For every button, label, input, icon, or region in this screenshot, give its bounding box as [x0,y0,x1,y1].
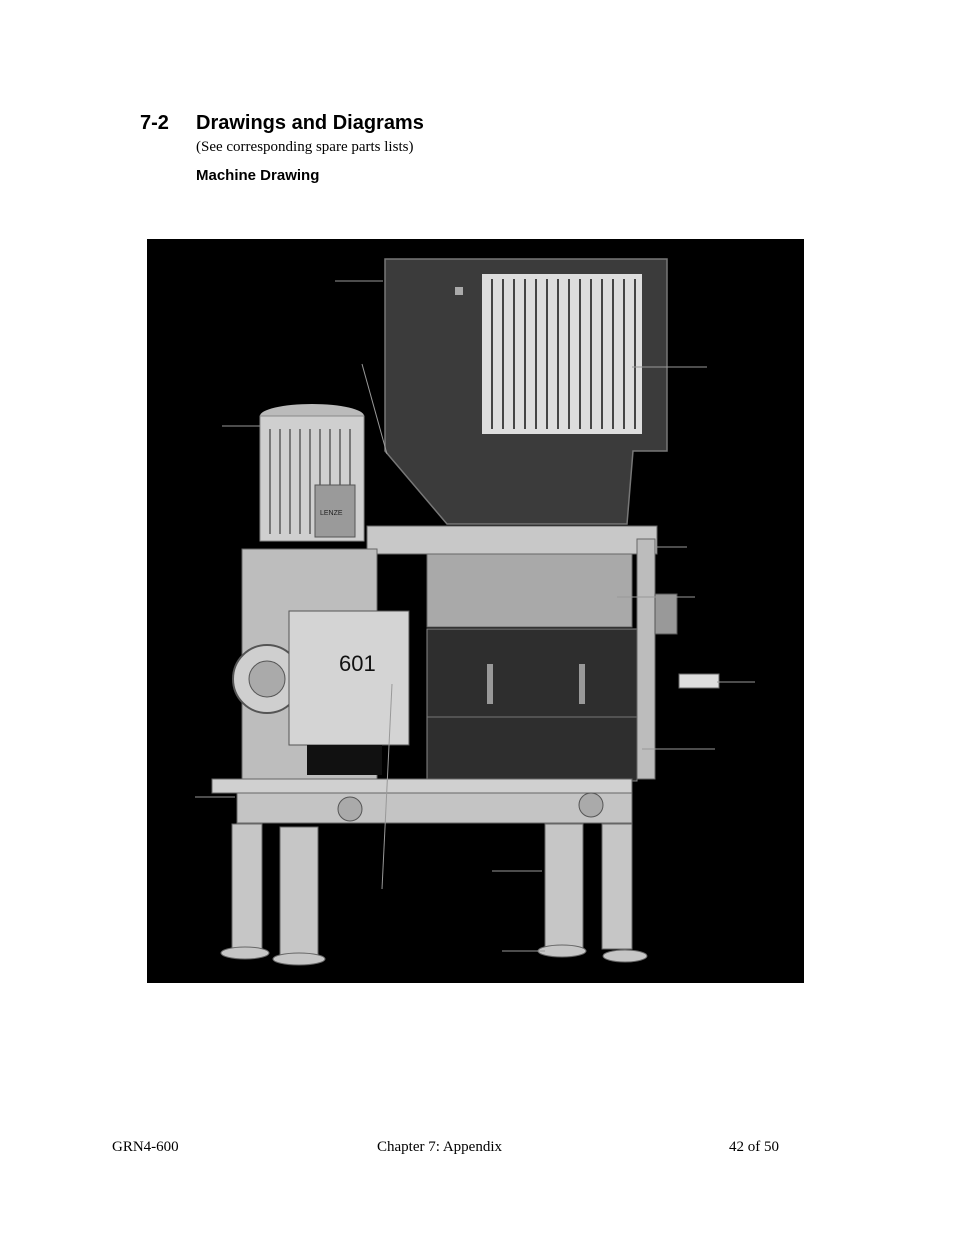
footer-chapter: Chapter 7: Appendix [377,1139,502,1155]
motor: LENZE [259,404,365,542]
cutting-chamber [366,525,720,782]
drawing-title: Machine Drawing [196,167,320,184]
callout-arrows [195,280,755,952]
gearbox: 601 [232,548,410,795]
hopper [384,258,668,525]
footer-page-number: 42 of 50 [729,1139,779,1155]
base-frame [211,778,633,824]
machine-drawing: LENZE 601 [147,239,804,983]
section-note: (See corresponding spare parts lists) [196,139,414,155]
footer-document-id: GRN4-600 [112,1139,179,1155]
section-title: Drawings and Diagrams [196,112,424,134]
machine-legs [220,823,648,966]
motor-badge: LENZE [320,510,343,517]
section-number: 7-2 [140,112,169,134]
panel-label: 601 [339,651,376,676]
